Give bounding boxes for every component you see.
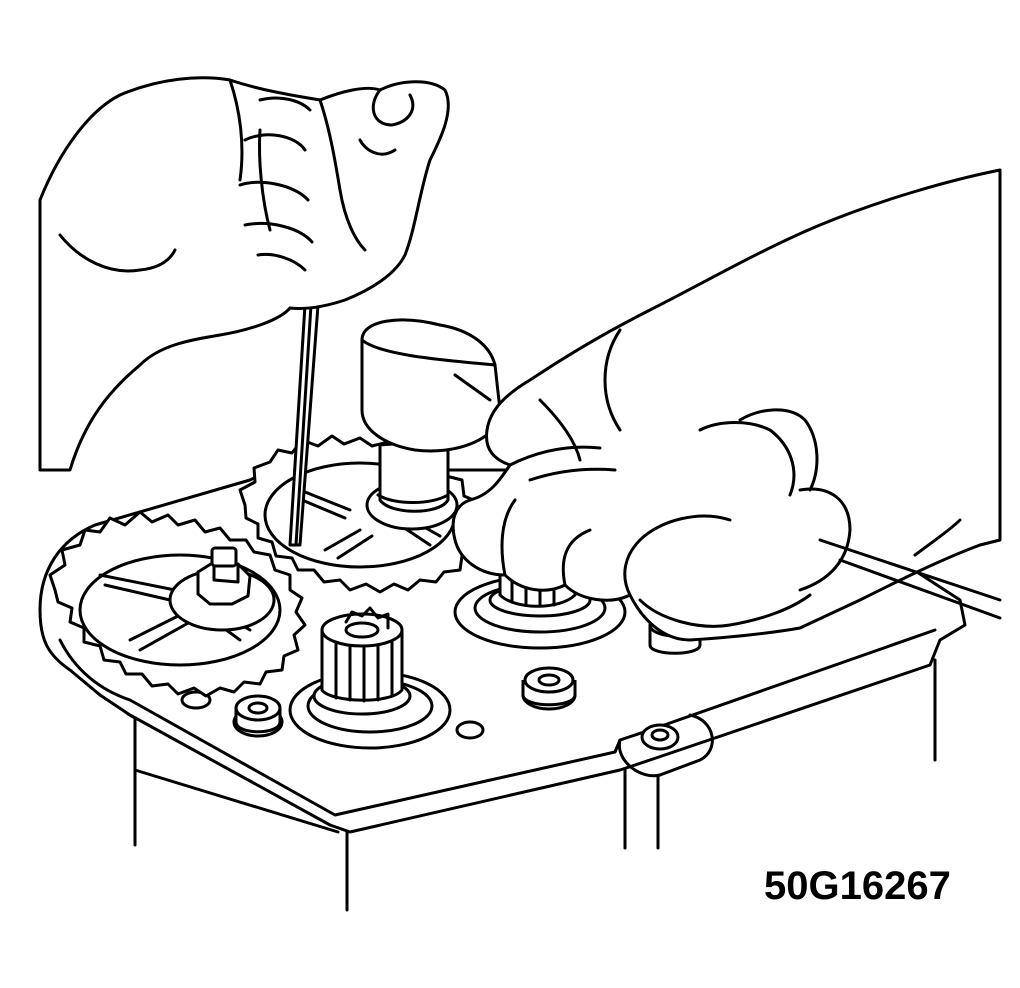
- figure-code-label: 50G16267: [764, 864, 951, 908]
- front-pinion: [290, 608, 450, 748]
- left-sprocket: [50, 512, 305, 696]
- right-hand: [453, 170, 1000, 640]
- socket-tool: [362, 320, 500, 511]
- left-hand: [40, 78, 448, 470]
- housing: [128, 660, 935, 910]
